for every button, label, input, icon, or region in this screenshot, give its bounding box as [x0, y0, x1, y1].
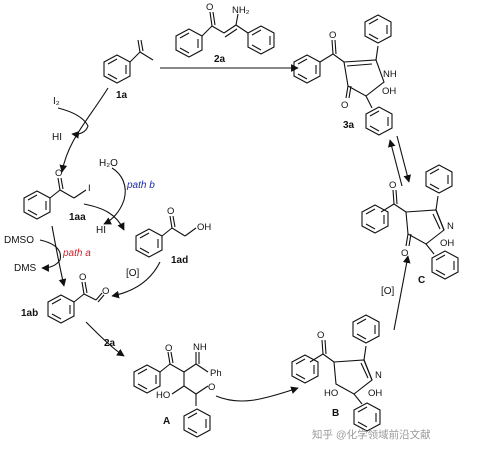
arrow-1aa-to-1ab	[51, 225, 67, 287]
arrow-water-cycle	[103, 167, 126, 225]
arrow-3a-to-c	[396, 135, 411, 183]
reagent-hi-1: HI	[52, 132, 62, 143]
reagent-i2: I₂	[53, 96, 60, 107]
atom-i-1aa: I	[88, 183, 91, 194]
reagent-h2o: H₂O	[99, 158, 118, 169]
atom-nh2-2a: NH₂	[232, 5, 250, 16]
reagent-dms: DMS	[14, 263, 37, 274]
atom-n-c: N	[447, 221, 454, 232]
atom-o-1aa: O	[55, 168, 62, 179]
arrow-dmso-cycle	[39, 239, 62, 272]
arrow-1ab-to-a	[85, 321, 125, 357]
atom-oh-3a: OH	[382, 86, 396, 97]
label-path-b: path b	[126, 180, 155, 191]
compound-c-structure	[361, 164, 459, 280]
compound-1ab-structure	[47, 281, 105, 324]
reagent-dmso: DMSO	[4, 235, 34, 246]
reagent-ox-1: [O]	[126, 268, 140, 279]
atom-oh-c: OH	[440, 238, 454, 249]
compound-1ad-structure	[135, 215, 197, 258]
label-path-a: path a	[62, 248, 91, 259]
atom-o-3a-ring: O	[341, 100, 348, 111]
atom-ho-a: HO	[156, 390, 170, 401]
atom-o-3a-ketone: O	[329, 30, 336, 41]
atom-o-1ad: O	[167, 206, 174, 217]
arrow-b-to-c	[393, 255, 411, 331]
atom-o-b: O	[317, 330, 324, 341]
arrow-a-to-b	[215, 386, 299, 402]
compound-1a-structure	[103, 39, 154, 84]
compound-b-structure	[291, 314, 381, 432]
compound-label-1ad: 1ad	[171, 255, 188, 266]
compound-label-b: B	[332, 408, 339, 419]
atom-n-b: N	[375, 370, 382, 381]
arrow-1aa-to-1ad	[83, 203, 125, 231]
atom-o-a-ald: O	[208, 382, 215, 393]
compound-label-1a: 1a	[116, 90, 128, 101]
arrow-c-to-3a	[388, 139, 403, 187]
compound-label-2a-top: 2a	[214, 54, 226, 65]
compound-label-a: A	[163, 416, 170, 427]
arrow-1a-to-1aa	[59, 87, 109, 173]
arrow-iodine-cycle	[57, 107, 89, 139]
arrow-1ad-to-1ab	[111, 261, 161, 299]
atom-o-1ab-b: O	[102, 286, 109, 297]
compound-2a-structure	[175, 11, 275, 58]
watermark-text: 知乎 @化学领域前沿文献	[312, 428, 431, 441]
compound-label-1ab: 1ab	[21, 308, 38, 319]
atom-o-c-ketone: O	[389, 180, 396, 191]
compound-label-1aa: 1aa	[69, 212, 86, 223]
atom-o-c-ring: O	[401, 248, 408, 259]
compound-3a-structure	[293, 14, 393, 136]
atom-nh-3a: NH	[383, 69, 397, 80]
compound-1aa-structure	[23, 177, 87, 220]
atom-o-1ab-a: O	[79, 272, 86, 283]
compound-label-c: C	[418, 275, 425, 286]
atom-oh-1ad: OH	[197, 222, 211, 233]
atom-o-2a: O	[206, 2, 213, 13]
atom-ph-a: Ph	[210, 368, 222, 379]
compound-label-2a-mid: 2a	[104, 338, 116, 349]
atom-ho-b: HO	[324, 388, 338, 399]
reagent-ox-2: [O]	[381, 286, 395, 297]
atom-oh-b: OH	[368, 388, 382, 399]
atom-o-a-ketone: O	[165, 343, 172, 354]
compound-label-3a: 3a	[343, 120, 355, 131]
atom-nh-a-imine: NH	[193, 342, 207, 353]
compound-a-structure	[133, 351, 211, 438]
reagent-hi-2: HI	[96, 225, 106, 236]
